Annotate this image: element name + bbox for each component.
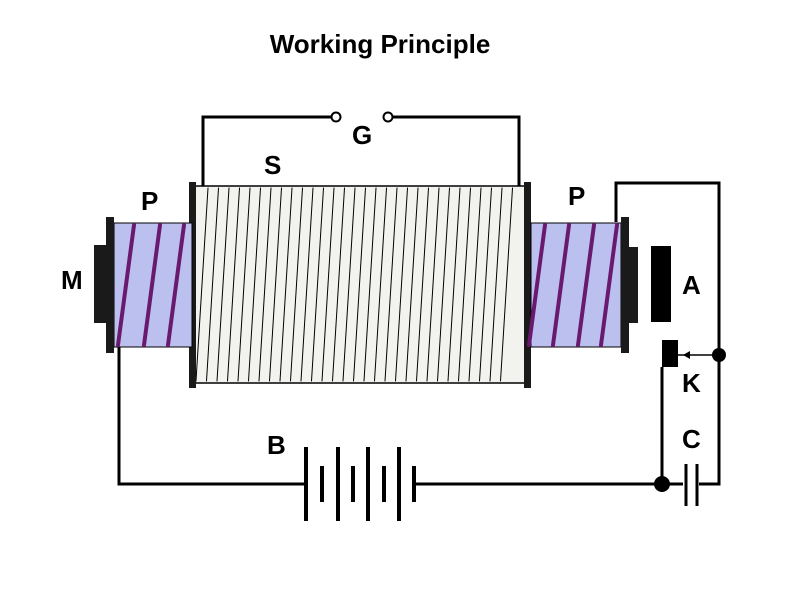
key-screw-tip	[683, 351, 690, 359]
magnet-left-plate	[106, 217, 114, 353]
terminal-right	[382, 111, 394, 123]
secondary-winding-turn	[321, 187, 335, 382]
battery-icon	[304, 447, 416, 521]
primary-core-right	[530, 222, 622, 348]
galvanometer-terminals-icon	[330, 111, 394, 123]
secondary-winding-turn	[384, 187, 398, 382]
secondary-winding-turn	[426, 187, 440, 382]
secondary-winding-turn	[342, 187, 356, 382]
secondary-coil	[189, 182, 531, 388]
wire-secondary-to-g-left	[201, 115, 336, 186]
secondary-winding-turn	[374, 187, 387, 382]
secondary-winding-turn	[479, 187, 492, 382]
circuit-wires	[117, 115, 721, 486]
primary-coil-right	[527, 222, 622, 348]
junction-dot-bottom	[654, 476, 670, 492]
armature	[651, 246, 671, 322]
label-battery: B	[267, 430, 286, 460]
primary-windings-right	[527, 223, 619, 347]
junction-dot-key	[712, 348, 726, 362]
capacitor-icon	[684, 464, 699, 506]
secondary-winding-turn	[489, 187, 503, 382]
primary-coil-left	[113, 222, 193, 348]
secondary-winding-turn	[500, 187, 513, 382]
terminal-left	[330, 111, 342, 123]
secondary-winding-turn	[279, 187, 293, 382]
wire-primary-to-capacitor	[614, 181, 721, 486]
secondary-winding-turn	[195, 187, 209, 382]
label-capacitor: C	[682, 424, 701, 454]
secondary-winding-turn	[405, 187, 419, 382]
secondary-winding-turn	[269, 187, 282, 382]
secondary-winding-turn	[416, 187, 429, 382]
wire-primary-to-battery	[117, 347, 306, 486]
primary-right-plate	[621, 217, 629, 353]
primary-winding-turn	[166, 223, 186, 347]
secondary-winding-turn	[216, 187, 230, 382]
primary-windings-left	[116, 223, 186, 347]
secondary-winding-turn	[227, 187, 240, 382]
secondary-winding-turn	[458, 187, 471, 382]
primary-winding-turn	[142, 223, 162, 347]
secondary-winding-turn	[447, 187, 461, 382]
secondary-winding-turn	[363, 187, 377, 382]
primary-winding-turn	[116, 223, 136, 347]
secondary-winding-turn	[300, 187, 314, 382]
secondary-winding-turn	[468, 187, 482, 382]
label-magnet: M	[61, 265, 83, 295]
secondary-winding-turn	[237, 187, 251, 382]
label-primary-left: P	[141, 186, 158, 216]
interrupter-key	[662, 340, 678, 367]
secondary-winding-turn	[437, 187, 450, 382]
magnet-left-block	[94, 245, 108, 323]
secondary-winding-turn	[206, 187, 219, 382]
primary-winding-turn	[551, 223, 571, 347]
secondary-winding-turn	[353, 187, 366, 382]
wire-g-right-to-secondary	[388, 115, 521, 186]
secondary-winding-turn	[248, 187, 261, 382]
diagram-title: Working Principle	[270, 29, 491, 59]
secondary-winding-turn	[290, 187, 303, 382]
primary-right-block	[628, 247, 638, 323]
secondary-winding-turn	[395, 187, 408, 382]
secondary-winding-turn	[311, 187, 324, 382]
secondary-winding-turn	[332, 187, 345, 382]
label-key: K	[682, 368, 701, 398]
label-primary-right: P	[568, 181, 585, 211]
primary-winding-turn	[527, 223, 547, 347]
secondary-winding-turn	[258, 187, 272, 382]
secondary-windings	[195, 187, 513, 382]
label-armature: A	[682, 270, 701, 300]
primary-winding-turn	[599, 223, 619, 347]
label-galvanometer: G	[352, 120, 372, 150]
secondary-end-plate-right	[524, 182, 531, 388]
label-secondary: S	[264, 150, 281, 180]
primary-winding-turn	[576, 223, 596, 347]
